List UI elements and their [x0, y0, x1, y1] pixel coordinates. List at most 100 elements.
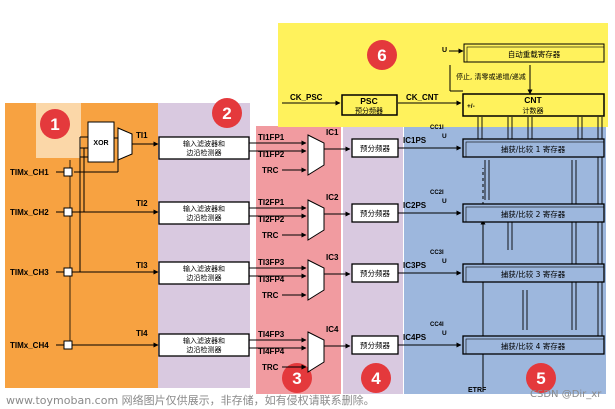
etrf-label: ETRF — [468, 387, 487, 394]
filter-label-a-2: 输入滤波器和 — [183, 204, 225, 213]
tifp-label-b-2: TI2FP2 — [258, 215, 285, 224]
capture-label-3: 捕获/比较 3 寄存器 — [501, 269, 566, 279]
ti1-mux — [117, 127, 133, 161]
trc-label-4: TRC — [262, 363, 279, 372]
psc-sub: 预分频器 — [355, 106, 383, 115]
zone-6-number: 6 — [377, 46, 386, 65]
ic-mux-4 — [307, 331, 325, 373]
cnt-sub: 计数器 — [523, 106, 544, 115]
zone-3-bg — [256, 126, 341, 394]
ti-label-2: TI2 — [136, 199, 148, 208]
prescaler-label-4: 预分频器 — [360, 340, 390, 350]
zone-5-badge: 5 — [526, 363, 556, 393]
cci-label-4: CC4I — [430, 322, 444, 328]
filter-label-b-1: 边沿检测器 — [187, 148, 222, 157]
ic-label-4: IC4 — [326, 325, 339, 334]
input-pin-ch2 — [63, 207, 73, 217]
trc-label-2: TRC — [262, 231, 279, 240]
cnt-title: CNT — [524, 95, 542, 105]
input-label-ch1: TIMx_CH1 — [10, 168, 49, 177]
capture-label-4: 捕获/比较 4 寄存器 — [501, 341, 566, 351]
ic-mux-1 — [307, 134, 325, 176]
ic-mux-2 — [307, 199, 325, 241]
filter-box-1 — [158, 136, 250, 160]
filter-label-a-4: 输入滤波器和 — [183, 336, 225, 345]
ic-label-3: IC3 — [326, 253, 339, 262]
tifp-label-a-1: TI1FP1 — [258, 133, 285, 142]
ic-mux-3 — [307, 259, 325, 301]
ti-label-3: TI3 — [136, 261, 148, 270]
capture-label-1: 捕获/比较 1 寄存器 — [501, 144, 566, 154]
auto-reload-label: 自动重载寄存器 — [508, 49, 561, 59]
u-label-3: U — [442, 258, 447, 265]
watermark-right: CSDN @Dir_xr — [530, 389, 602, 400]
input-pin-ch1 — [63, 167, 73, 177]
zone-2-badge: 2 — [212, 98, 242, 128]
ic-label-1: IC1 — [326, 128, 339, 137]
prescaler-label-1: 预分频器 — [360, 143, 390, 153]
zone-1-number: 1 — [50, 115, 59, 134]
zone-1-badge: 1 — [40, 109, 70, 139]
u-label-4: U — [442, 330, 447, 337]
tifp-label-b-4: TI4FP4 — [258, 347, 285, 356]
zone-6-badge: 6 — [367, 40, 397, 70]
ck-psc-label: CK_PSC — [290, 93, 323, 102]
prescaler-label-2: 预分频器 — [360, 208, 390, 218]
tifp-label-b-3: TI3FP4 — [258, 275, 285, 284]
xor-gate — [87, 121, 115, 163]
zone-3-badge: 3 — [282, 363, 312, 393]
filter-label-a-1: 输入滤波器和 — [183, 139, 225, 148]
xor-label: XOR — [93, 140, 108, 147]
zone-4-number: 4 — [371, 369, 381, 388]
filter-box-3 — [158, 261, 250, 285]
zone-2-number: 2 — [222, 104, 231, 123]
cci-label-2: CC2I — [430, 190, 444, 196]
psc-title: PSC — [360, 96, 377, 106]
ck-cnt-label: CK_CNT — [406, 93, 439, 102]
filter-box-2 — [158, 201, 250, 225]
ti-label-4: TI4 — [136, 329, 148, 338]
zone-4-badge: 4 — [361, 363, 391, 393]
input-label-ch3: TIMx_CH3 — [10, 268, 49, 277]
cnt-pm-label: +/- — [467, 103, 475, 110]
capture-register-inner-3 — [465, 266, 605, 283]
icps-label-1: IC1PS — [403, 136, 427, 145]
icps-label-2: IC2PS — [403, 201, 427, 210]
input-pin-ch3 — [63, 267, 73, 277]
capture-register-inner-4 — [465, 338, 605, 355]
psc-box — [341, 94, 398, 116]
tifp-label-b-1: TI1FP2 — [258, 150, 285, 159]
ic-label-2: IC2 — [326, 193, 339, 202]
capture-register-inner-2 — [465, 206, 605, 223]
cci-label-1: CC1I — [430, 125, 444, 131]
u-label-1: U — [442, 133, 447, 140]
trc-label-1: TRC — [262, 166, 279, 175]
zone-5-number: 5 — [536, 369, 545, 388]
reload-u-label: U — [442, 47, 447, 54]
capture-label-2: 捕获/比较 2 寄存器 — [501, 209, 566, 219]
input-label-ch2: TIMx_CH2 — [10, 208, 49, 217]
tifp-label-a-2: TI2FP1 — [258, 198, 285, 207]
prescaler-label-3: 预分频器 — [360, 268, 390, 278]
cci-label-3: CC3I — [430, 250, 444, 256]
input-label-ch4: TIMx_CH4 — [10, 341, 49, 350]
trc-label-3: TRC — [262, 291, 279, 300]
icps-label-3: IC3PS — [403, 261, 427, 270]
input-pin-ch4 — [63, 340, 73, 350]
capture-register-inner-1 — [465, 141, 605, 158]
filter-label-b-3: 边沿检测器 — [187, 273, 222, 282]
zone-3-number: 3 — [292, 369, 301, 388]
filter-label-a-3: 输入滤波器和 — [183, 264, 225, 273]
filter-label-b-2: 边沿检测器 — [187, 213, 222, 222]
ti-label-1: TI1 — [136, 131, 148, 140]
cnt-box — [462, 93, 605, 117]
stop-clear-label: 停止, 清零或递增/递减 — [456, 72, 526, 81]
u-label-2: U — [442, 198, 447, 205]
icps-label-4: IC4PS — [403, 333, 427, 342]
watermark-left: www.toymoban.com 网络图片仅供展示，非存储，如有侵权请联系删除。 — [6, 393, 375, 407]
filter-label-b-4: 边沿检测器 — [187, 345, 222, 354]
filter-box-4 — [158, 333, 250, 357]
tifp-label-a-3: TI3FP3 — [258, 258, 285, 267]
